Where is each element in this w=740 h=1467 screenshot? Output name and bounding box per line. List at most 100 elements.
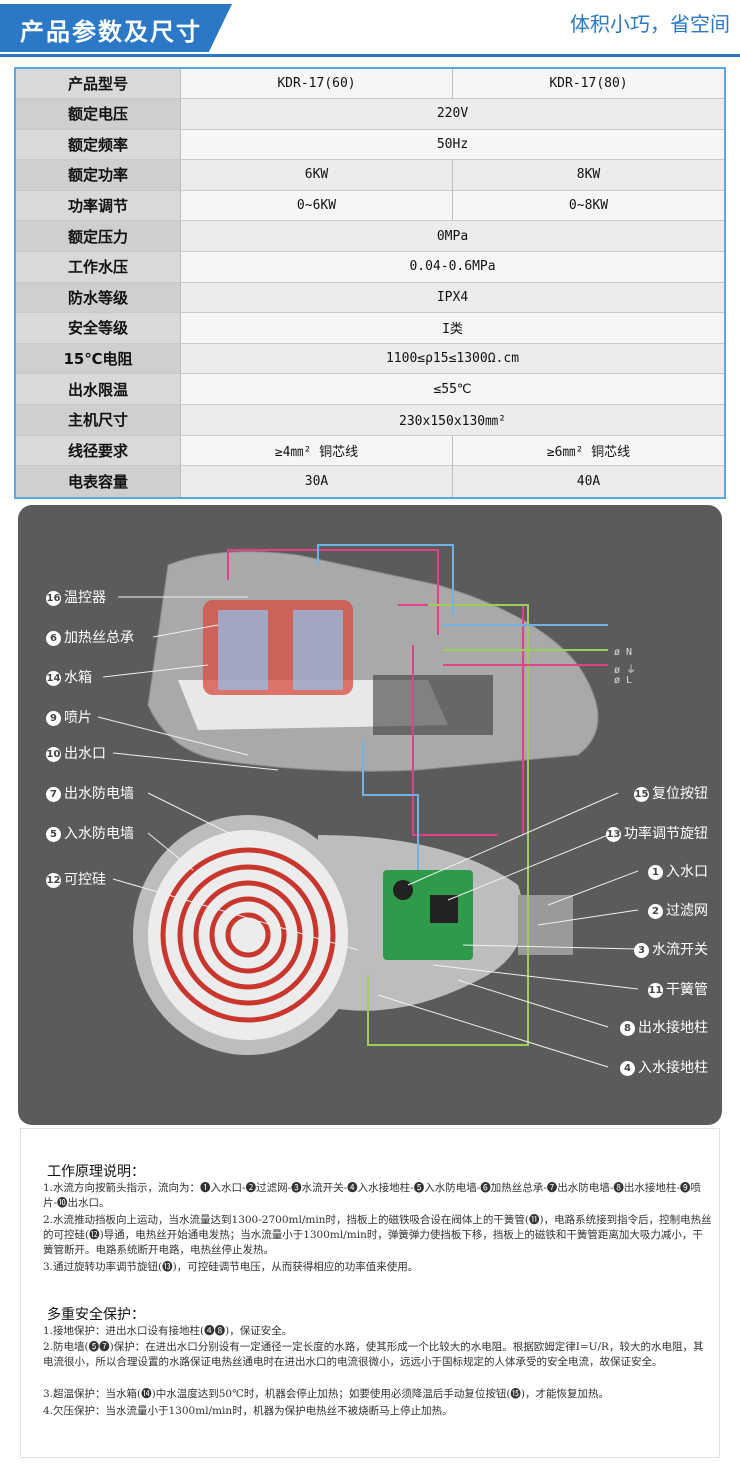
callout-number-badge: 1 [648, 865, 663, 880]
callout-number-badge: 2 [648, 904, 663, 919]
callout-label: 温控器 [64, 590, 106, 606]
safety-item-1: 1.接地保护：进出水口设有接地柱(❹❽)，保证安全。 [43, 1325, 293, 1337]
spec-label: 额定压力 [16, 221, 181, 251]
spec-label: 出水限温 [16, 374, 181, 404]
spec-label: 安全等级 [16, 313, 181, 343]
spec-value: ≤55℃ [181, 374, 724, 404]
spec-row: 线径要求≥4㎜² 铜芯线≥6㎜² 铜芯线 [16, 435, 724, 467]
callout-number-badge: 16 [46, 591, 61, 606]
description-panel: 工作原理说明： 1.水流方向按箭头指示，流向为：❶入水口-❷过滤网-❸水流开关-… [20, 1128, 720, 1458]
callout-number-badge: 15 [634, 787, 649, 802]
principle-title: 工作原理说明： [47, 1164, 145, 1180]
safety-item-4: 4.欠压保护：当水流量小于1300ml/min时，机器为保护电热丝不被烧断马上停… [43, 1405, 453, 1417]
valve-block [373, 675, 493, 735]
callout-label: 出水接地柱 [638, 1020, 708, 1036]
power-knob-shape [430, 895, 458, 923]
callout-number-badge: 11 [648, 983, 663, 998]
spec-label: 产品型号 [16, 69, 181, 98]
callout-number-badge: 10 [46, 747, 61, 762]
callout-label: 复位按钮 [652, 786, 708, 802]
tank-cold-zone [218, 610, 268, 690]
principle-item-1: 1.水流方向按箭头指示，流向为：❶入水口-❷过滤网-❸水流开关-❹入水接地柱-❺… [43, 1182, 701, 1209]
spec-value: 30A [181, 466, 452, 497]
spec-label: 线径要求 [16, 435, 181, 466]
callout-label: 出水口 [64, 746, 106, 762]
spec-label: 功率调节 [16, 190, 181, 221]
spec-label: 15℃电阻 [16, 343, 181, 374]
tank-cold-zone-2 [293, 610, 343, 690]
spec-label: 额定频率 [16, 129, 181, 160]
spec-value: 0MPa [181, 221, 724, 251]
callout-label: 水流开关 [652, 942, 708, 958]
spec-value: 220V [181, 99, 724, 129]
spec-value: IPX4 [181, 282, 724, 313]
header-stripe [0, 54, 740, 57]
safety-item-2: 2.防电墙(❺❼)保护：在进出水口分别设有一定通径一定长度的水路，使其形成一个比… [43, 1341, 704, 1368]
heating-chamber [148, 830, 348, 1040]
callout-number-badge: 13 [606, 827, 621, 842]
spec-label: 额定功率 [16, 160, 181, 190]
callout-label: 功率调节旋钮 [624, 826, 708, 842]
reset-button-shape [393, 880, 413, 900]
spec-value: 1100≤ρ15≤1300Ω.cm [181, 343, 724, 374]
spec-value: KDR-17(60) [181, 69, 452, 98]
spec-value: 0~6KW [181, 190, 452, 221]
callout-number-badge: 6 [46, 631, 61, 646]
wire-label-n: ø N [614, 647, 633, 658]
callout-label: 入水口 [666, 864, 708, 880]
principle-item-2: 2.水流推动挡板向上运动，当水流量达到1300-2700ml/min时，挡板上的… [43, 1214, 712, 1256]
safety-item-3: 3.超温保护：当水箱(⓮)中水温度达到50℃时，机器会停止加热；如要使用必须降温… [43, 1388, 610, 1400]
callout-label: 入水防电墙 [64, 826, 134, 842]
callout-number-badge: 8 [620, 1021, 635, 1036]
callout-label: 水箱 [64, 670, 92, 686]
spec-value: ≥4㎜² 铜芯线 [181, 435, 452, 466]
spec-value: 0~8KW [452, 190, 724, 221]
callout-number-badge: 9 [46, 711, 61, 726]
callout-label: 出水防电墙 [64, 786, 134, 802]
callout-number-badge: 4 [620, 1061, 635, 1076]
callout-number-badge: 14 [46, 671, 61, 686]
callout-label: 可控硅 [64, 872, 106, 888]
spec-value: 0.04-0.6MPa [181, 251, 724, 282]
callout-number-badge: 7 [46, 787, 61, 802]
wiring [227, 544, 608, 1046]
spec-label: 电表容量 [16, 466, 181, 497]
callout-label: 喷片 [64, 710, 92, 726]
heater-illustration [97, 544, 639, 1068]
spec-value: 40A [452, 466, 724, 497]
spec-value: 8KW [452, 160, 724, 190]
spec-value: 50Hz [181, 129, 724, 160]
callout-label: 干簧管 [666, 982, 708, 998]
spec-value: ≥6㎜² 铜芯线 [452, 435, 724, 466]
callout-leaders [97, 596, 639, 1068]
heating-coil [160, 847, 336, 1023]
header-tab [0, 4, 232, 52]
